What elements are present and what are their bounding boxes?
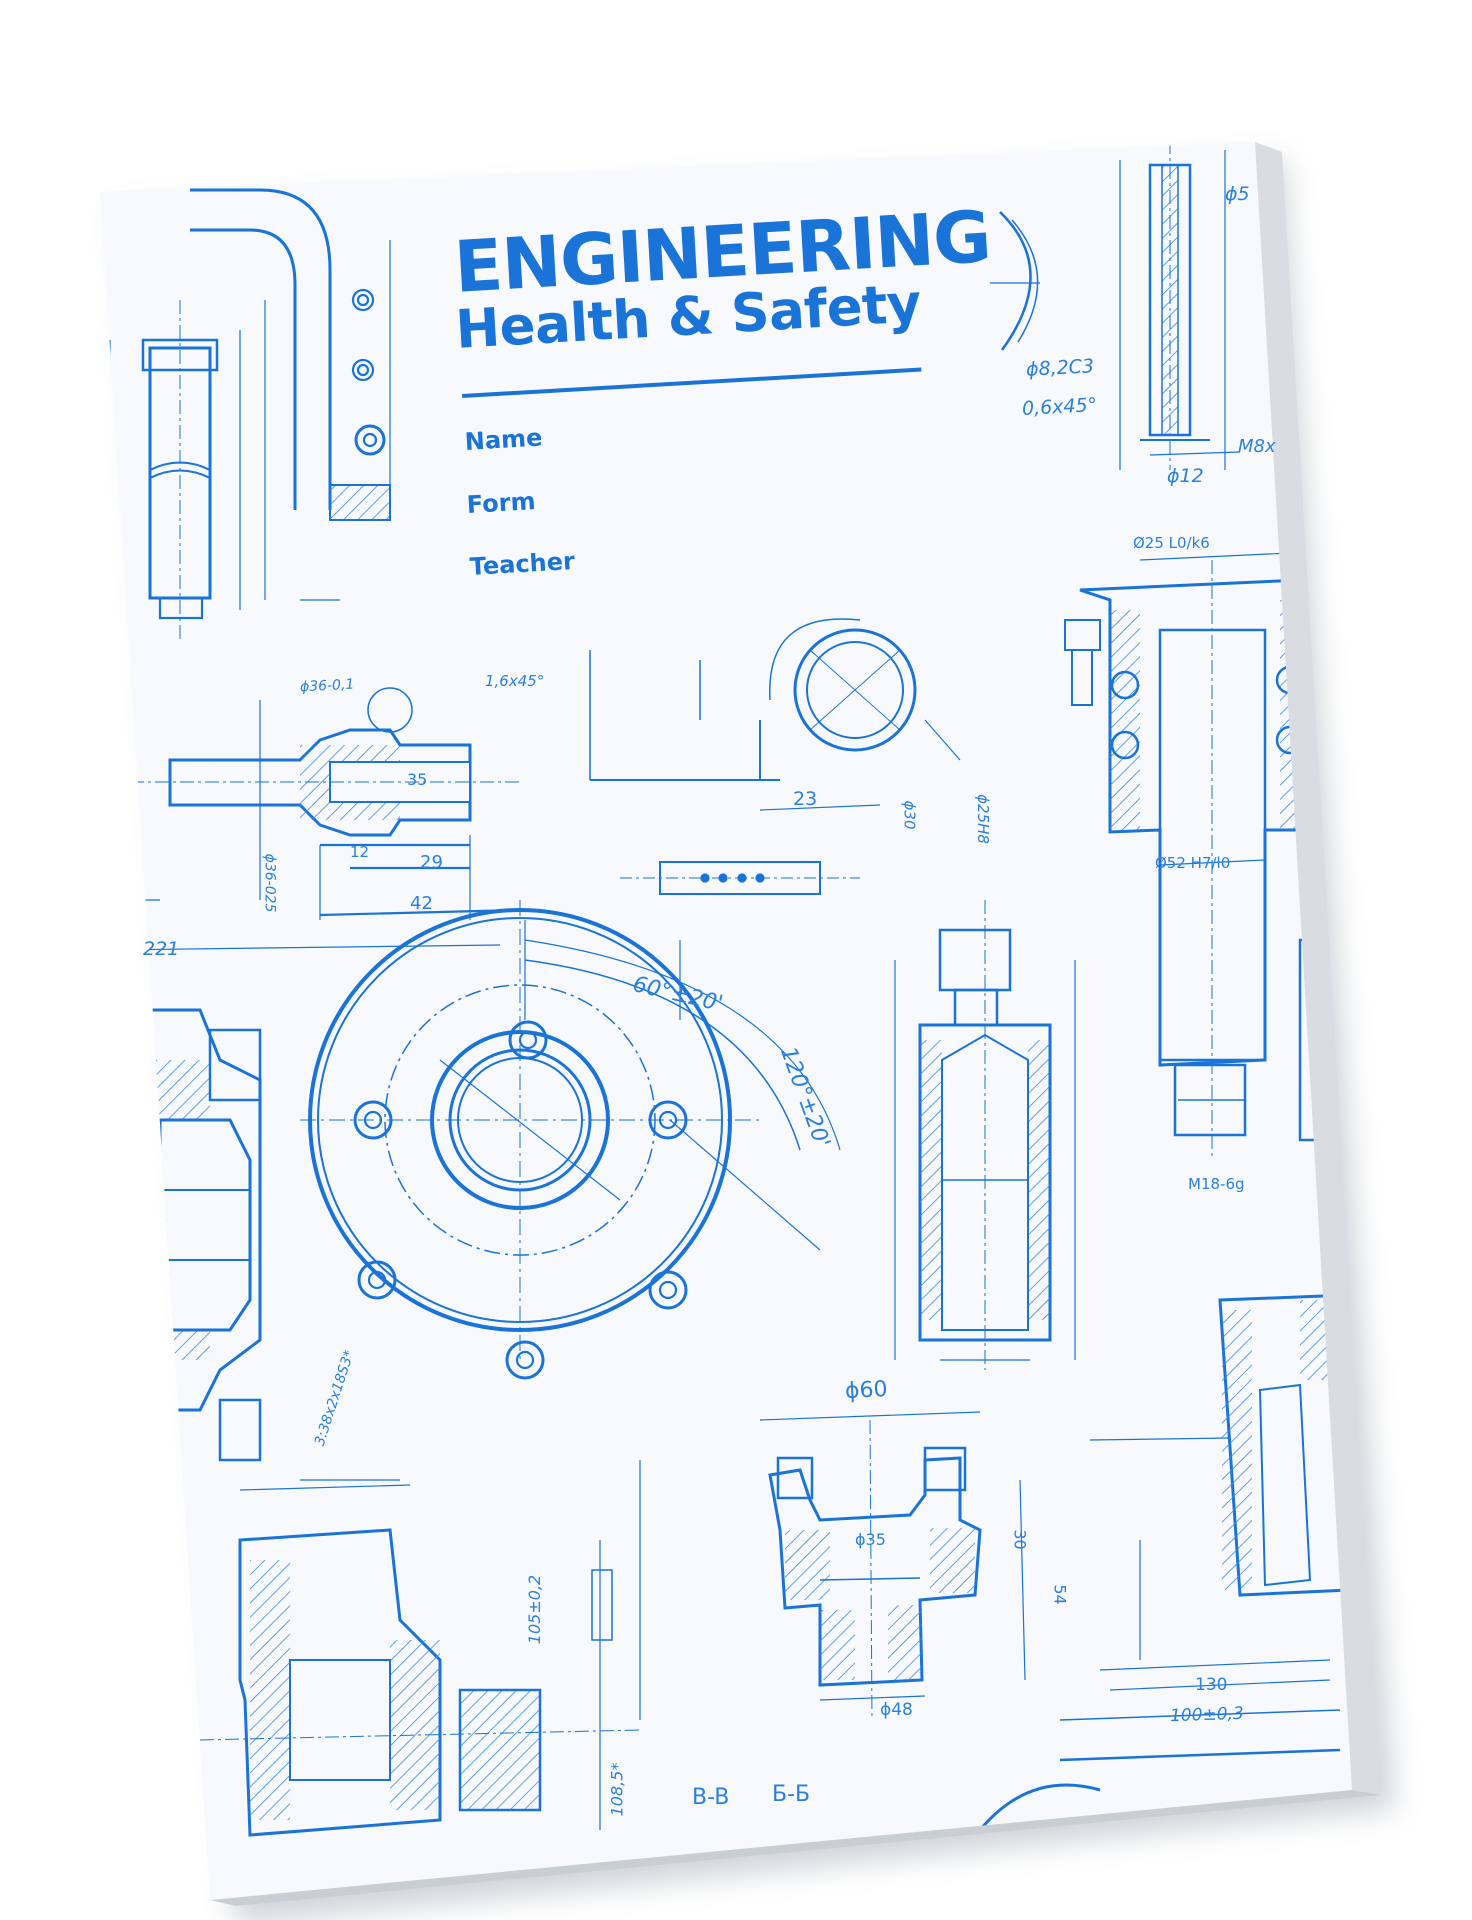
flange-drawing xyxy=(300,900,841,1380)
bushing-drawing xyxy=(639,1411,1026,1721)
pin-drawing xyxy=(589,650,881,811)
blueprint-drawing xyxy=(109,142,1352,1837)
bolt-drawing-center xyxy=(894,900,1076,1370)
book-edge xyxy=(1255,142,1380,1795)
book-edge-bottom xyxy=(210,1790,1380,1906)
plate-drawing xyxy=(620,861,860,895)
bottom-right-part xyxy=(978,1679,1341,1831)
fitting-drawing xyxy=(130,687,521,920)
pipe-bend-drawing xyxy=(190,188,391,601)
cover-page xyxy=(100,142,1352,1900)
ring-drawing xyxy=(769,618,961,761)
shaft-drawing-top-right xyxy=(1119,142,1241,470)
arc-symbol-top xyxy=(999,211,1032,351)
section-bottom-left xyxy=(199,1484,641,1837)
